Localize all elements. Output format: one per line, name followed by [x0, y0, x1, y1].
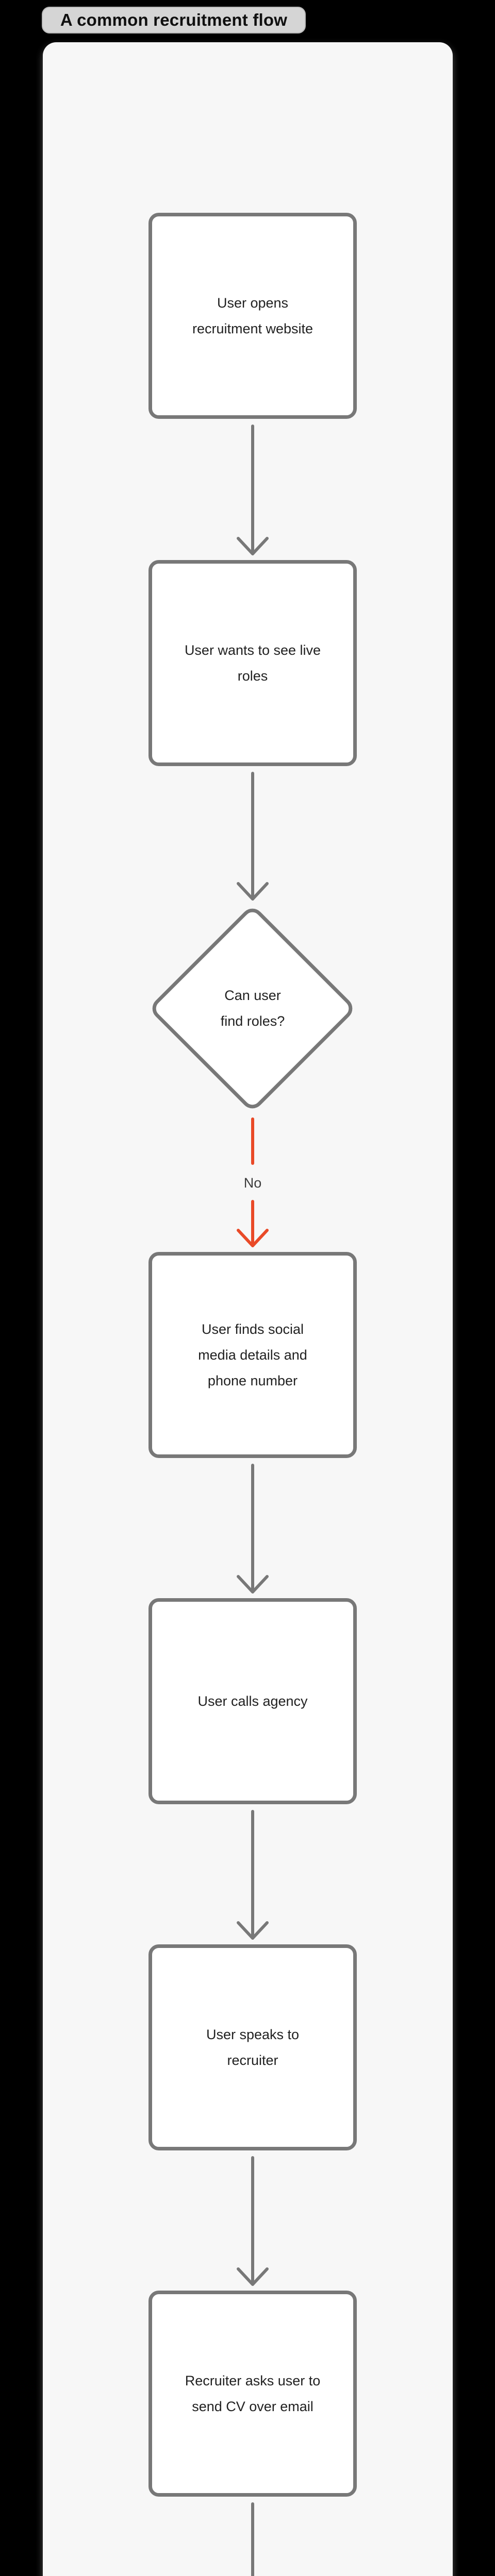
node-open-website: User opens recruitment website: [148, 213, 357, 419]
diagram-title-badge: A common recruitment flow: [42, 7, 306, 33]
edge-arrow-7: [251, 2502, 254, 2576]
node-can-find-roles-label: Can user find roles?: [220, 988, 285, 1029]
arrow-head: [237, 1575, 269, 1594]
edge-arrow-6: [237, 2156, 269, 2286]
node-see-live-roles-label: User wants to see live roles: [184, 642, 321, 684]
node-see-live-roles: User wants to see live roles: [148, 560, 357, 766]
node-finds-contact: User finds social media details and phon…: [148, 1252, 357, 1458]
edge-no-arrow: [237, 1200, 269, 1247]
diagram-title: A common recruitment flow: [60, 10, 288, 29]
node-asks-cv-email-label: Recruiter asks user to send CV over emai…: [185, 2373, 321, 2414]
edge-arrow-4: [237, 1464, 269, 1594]
node-speaks-recruiter: User speaks to recruiter: [148, 1944, 357, 2150]
arrow-head: [237, 882, 269, 901]
node-speaks-recruiter-label: User speaks to recruiter: [206, 2027, 300, 2068]
node-calls-agency: User calls agency: [148, 1598, 357, 1804]
node-open-website-label: User opens recruitment website: [192, 295, 314, 336]
arrow-head: [237, 1229, 269, 1247]
arrow-head: [237, 2267, 269, 2286]
arrow-head: [237, 1921, 269, 1940]
edge-label-no: No: [243, 1175, 262, 1191]
edge-arrow-1: [237, 425, 269, 555]
node-calls-agency-label: User calls agency: [197, 1693, 308, 1709]
node-finds-contact-label: User finds social media details and phon…: [198, 1321, 307, 1388]
edge-arrow-2: [237, 772, 269, 901]
edge-arrow-5: [237, 1810, 269, 1940]
edge-no-segment: [251, 1117, 254, 1165]
arrow-head: [237, 537, 269, 555]
node-asks-cv-email: Recruiter asks user to send CV over emai…: [148, 2291, 357, 2497]
